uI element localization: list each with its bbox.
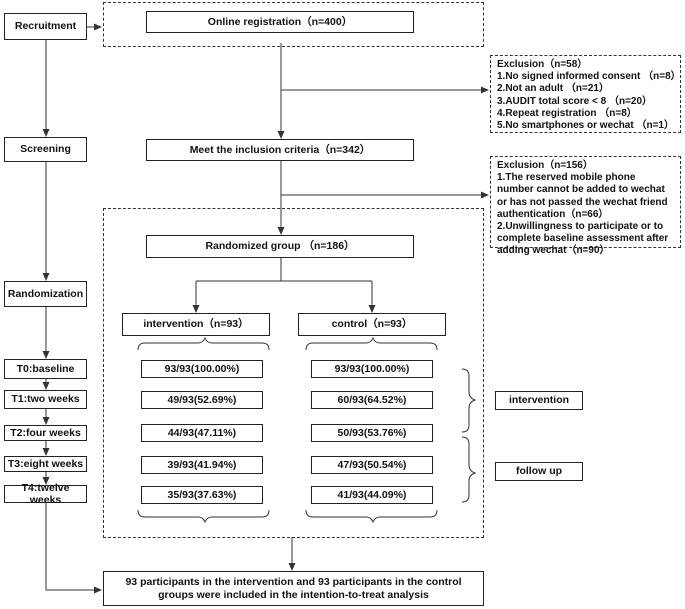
intervention-value-t4: 35/93(37.63%) xyxy=(141,486,263,504)
brace-intervention-phase xyxy=(461,368,477,433)
exclusion-1-item: 5.No smartphones or wechat （n=1） xyxy=(497,119,674,131)
control-value-t1: 60/93(64.52%) xyxy=(311,391,433,409)
registration-container xyxy=(103,2,484,47)
exclusion-2-item: 2.Unwillingness to participate or to com… xyxy=(497,220,669,257)
intervention-group-box: intervention（n=93） xyxy=(122,313,270,336)
inclusion-criteria-box: Meet the inclusion criteria（n=342） xyxy=(146,139,414,161)
exclusion-1-item: 1.No signed informed consent （n=8） xyxy=(497,71,681,83)
brace-intervention-bottom xyxy=(137,509,270,524)
intervention-value-t0: 93/93(100.00%) xyxy=(141,360,263,378)
control-value-t2: 50/93(53.76%) xyxy=(311,424,433,442)
brace-followup-phase xyxy=(461,436,477,503)
randomized-group-box: Randomized group （n=186） xyxy=(146,235,414,258)
exclusion-box-1: Exclusion（n=58） 1.No signed informed con… xyxy=(490,55,681,133)
control-value-t3: 47/93(50.54%) xyxy=(311,456,433,474)
exclusion-2-item: 1.The reserved mobile phone number canno… xyxy=(497,172,668,220)
exclusion-1-item: 2.Not an adult （n=21） xyxy=(497,83,609,95)
exclusion-1-item: 3.AUDIT total score < 8 （n=20） xyxy=(497,95,653,107)
online-registration-box: Online registration（n=400） xyxy=(146,11,414,33)
stage-t3: T3:eight weeks xyxy=(4,456,87,472)
exclusion-1-item: 4.Repeat registration （n=8） xyxy=(497,107,637,119)
intervention-value-t1: 49/93(52.69%) xyxy=(141,391,263,409)
control-group-box: control（n=93） xyxy=(298,313,446,336)
exclusion-2-title: Exclusion（n=156） xyxy=(497,160,593,171)
brace-intervention-top xyxy=(137,336,270,351)
phase-intervention-box: intervention xyxy=(495,391,583,410)
intervention-value-t2: 44/93(47.11%) xyxy=(141,424,263,442)
stage-screening: Screening xyxy=(4,137,87,162)
control-value-t0: 93/93(100.00%) xyxy=(311,360,433,378)
stage-t2: T2:four weeks xyxy=(4,425,87,441)
stage-t4: T4:twelve weeks xyxy=(4,482,87,506)
exclusion-box-2: Exclusion（n=156） 1.The reserved mobile p… xyxy=(490,156,681,256)
stage-t0: T0:baseline xyxy=(4,359,87,379)
stage-recruitment: Recruitment xyxy=(4,13,87,40)
final-analysis-box: 93 participants in the intervention and … xyxy=(103,571,484,606)
brace-control-top xyxy=(305,336,438,351)
arrow-t4-to-final xyxy=(45,503,102,594)
intervention-value-t3: 39/93(41.94%) xyxy=(141,456,263,474)
exclusion-1-title: Exclusion（n=58） xyxy=(497,59,588,70)
stage-randomization: Randomization xyxy=(4,281,87,307)
phase-followup-box: follow up xyxy=(495,462,583,481)
control-value-t4: 41/93(44.09%) xyxy=(311,486,433,504)
stage-t1: T1:two weeks xyxy=(4,390,87,409)
brace-control-bottom xyxy=(305,509,438,524)
randomization-container xyxy=(103,208,484,538)
